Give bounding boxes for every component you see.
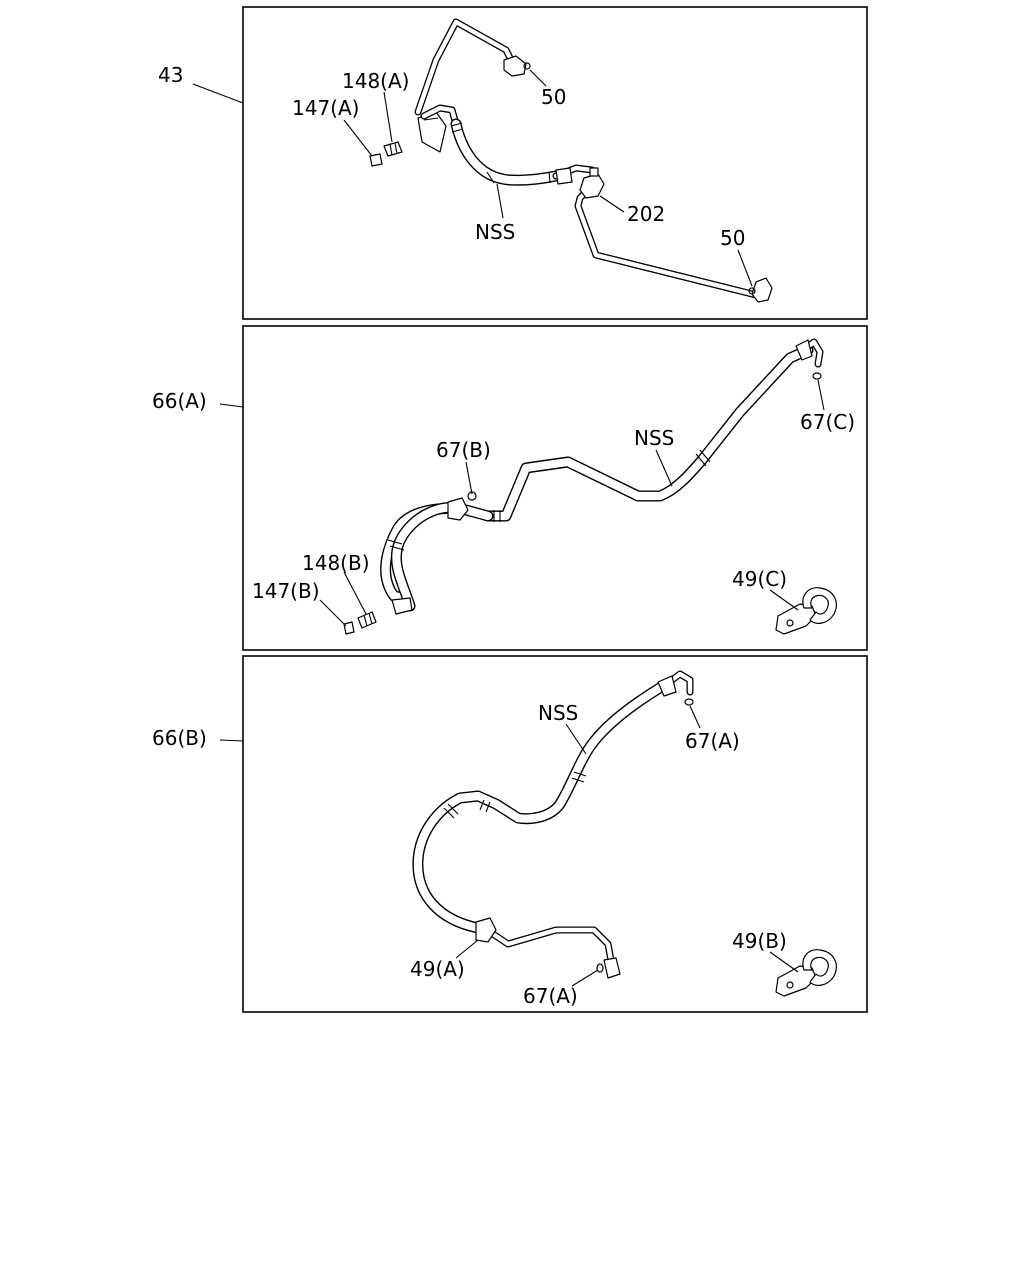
panel-66b: 66(B) NSS 67(A) 49(A) 67(A) 49(B) [152, 655, 868, 1013]
leader-67a2 [571, 969, 599, 987]
panel-66b-frame [242, 655, 868, 1013]
leader-nss2 [655, 449, 673, 487]
pipe-66b-bottom [486, 926, 621, 979]
leader-148a [383, 91, 393, 143]
switch-148a [383, 141, 403, 157]
switch-148b [357, 611, 377, 629]
pipe-66a-end [795, 338, 824, 380]
leader-49b [769, 951, 799, 973]
leader-67a1 [689, 705, 701, 729]
panel-43-frame [242, 6, 868, 320]
clip-50-bottom [748, 277, 773, 303]
pipe-43-lower [552, 164, 770, 299]
clamp-49a-mounted [475, 917, 497, 943]
label-148a: 148(A) [342, 69, 409, 93]
clip-50-top [503, 55, 531, 77]
leader-147b [319, 599, 347, 627]
label-147b: 147(B) [252, 579, 320, 603]
clamp-49c [775, 587, 837, 635]
label-50a: 50 [541, 85, 566, 109]
label-67a1: 67(A) [685, 729, 740, 753]
label-nss1: NSS [475, 220, 515, 244]
leader-147a [343, 119, 373, 157]
cap-147a [369, 153, 383, 167]
label-202: 202 [627, 202, 665, 226]
leader-67b [465, 461, 473, 495]
leader-50b [737, 249, 753, 287]
leader-49a [455, 939, 479, 959]
leader-66b [219, 739, 244, 742]
clamp-49b [775, 949, 837, 997]
fitting-66a-bottom [391, 597, 413, 615]
hose-66a [482, 344, 814, 522]
label-49b: 49(B) [732, 929, 787, 953]
label-67a2: 67(A) [523, 984, 578, 1008]
leader-148b [343, 571, 367, 615]
leader-67c [817, 379, 825, 411]
label-67b: 67(B) [436, 438, 491, 462]
panel-66a: 66(A) 67(B) NSS 67(C) 148(B) 147(B) 49(C… [152, 325, 868, 651]
hose-66b-upper [412, 678, 672, 938]
leader-nss3 [565, 723, 587, 755]
label-nss2: NSS [634, 426, 674, 450]
pipe-43-upper [414, 18, 516, 116]
label-49a: 49(A) [410, 957, 465, 981]
leader-202 [599, 195, 625, 213]
label-nss3: NSS [538, 701, 578, 725]
panel-66a-frame [242, 325, 868, 651]
leader-50a [529, 69, 547, 87]
panel-43: 43 148(A) 147(A) 50 202 NSS 50 [158, 6, 868, 320]
cap-147b [343, 621, 355, 635]
sensor-202 [579, 167, 605, 199]
label-50b: 50 [720, 226, 745, 250]
label-67c: 67(C) [800, 410, 855, 434]
leader-nss1 [496, 183, 504, 219]
label-43: 43 [158, 63, 183, 87]
leader-49c [769, 589, 799, 611]
label-66b: 66(B) [152, 726, 207, 750]
hose-66a-left [380, 502, 494, 612]
pipe-66b-top [657, 670, 694, 706]
leader-66a [219, 403, 244, 408]
hose-43 [420, 104, 562, 186]
leader-43 [192, 83, 244, 104]
label-147a: 147(A) [292, 96, 359, 120]
label-148b: 148(B) [302, 551, 370, 575]
label-49c: 49(C) [732, 567, 787, 591]
label-66a: 66(A) [152, 389, 207, 413]
